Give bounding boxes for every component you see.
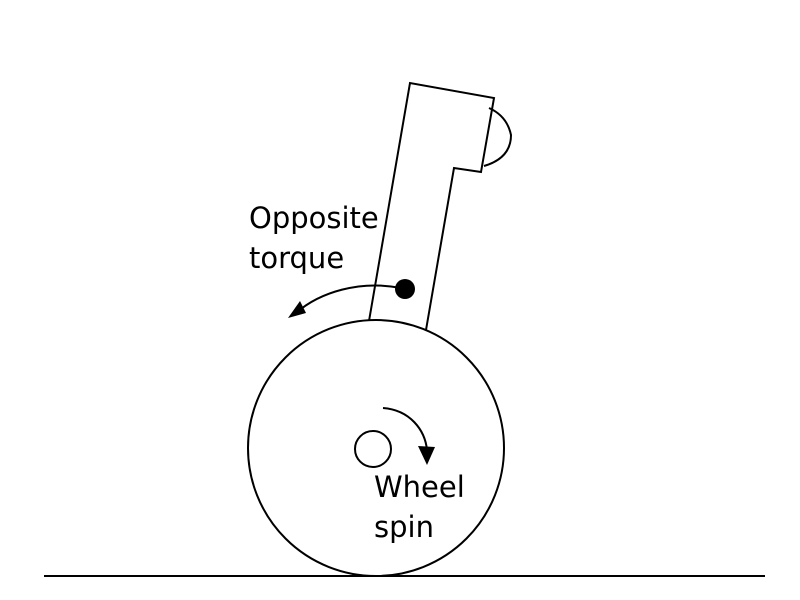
opposite-torque-label: Opposite torque [249,198,379,278]
seat-bump [483,107,513,167]
torque-arrow-icon [288,284,402,318]
wheel-spin-label-line1: Wheel [374,470,465,504]
pivot-dot [395,279,415,299]
opposite-torque-label-line2: torque [249,241,345,275]
wheel-spin-label: Wheel spin [374,467,465,547]
wheel-hub [354,430,392,468]
spin-arrow-icon [382,407,435,465]
wheel-spin-label-line2: spin [374,510,434,544]
frame-body [368,81,496,331]
opposite-torque-label-line1: Opposite [249,201,379,235]
